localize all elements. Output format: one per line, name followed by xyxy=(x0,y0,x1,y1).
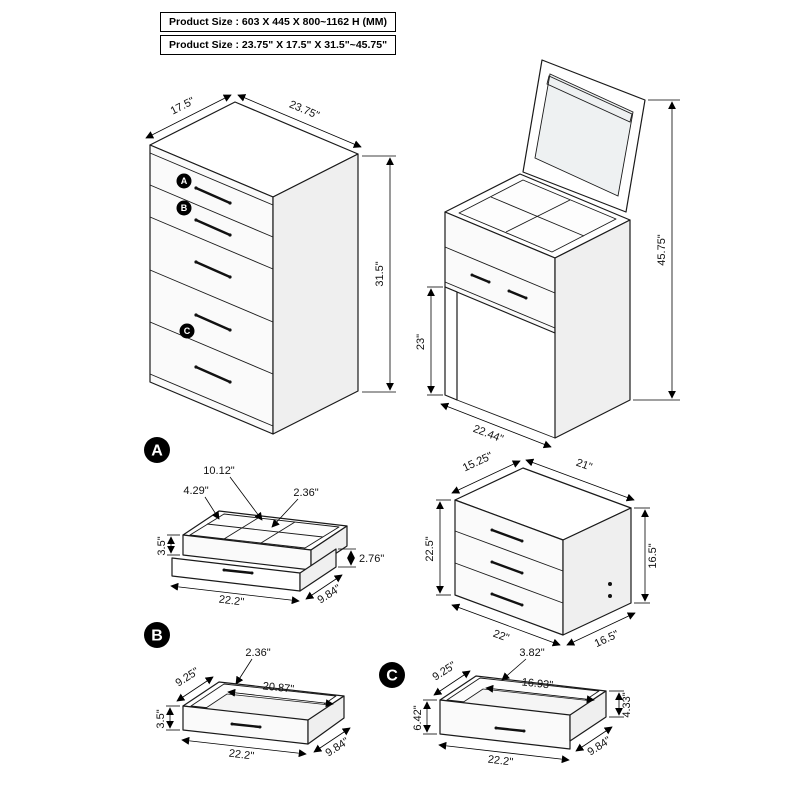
dim-line-c-inner-depth xyxy=(433,670,471,696)
dim-a-height: 3.5" xyxy=(156,536,168,555)
dim-line-a-depth xyxy=(305,574,343,600)
vanity-organizer-dividers xyxy=(490,196,585,237)
dim-cabinet-bottom-width: 22" xyxy=(491,628,510,645)
dim-line-a-width xyxy=(170,582,300,605)
dim-a-compartment-long: 10.12" xyxy=(203,465,235,477)
dim-b-rim: 2.36" xyxy=(245,647,270,659)
dim-line-dresser-depth xyxy=(145,94,232,139)
dim-cabinet-side-height: 16.5" xyxy=(647,543,659,568)
dim-line-dresser-width xyxy=(237,94,362,148)
dim-a-lip: 2.76" xyxy=(359,553,384,565)
dim-a-compartment-small: 2.36" xyxy=(293,487,318,499)
dresser-side-face xyxy=(272,153,359,435)
part-b-label: B xyxy=(151,628,163,645)
leader-a-compartment-small xyxy=(271,498,299,528)
part-b-label-badge: B xyxy=(144,622,170,648)
dresser-handles xyxy=(194,186,232,384)
dim-a-width: 22.2" xyxy=(218,594,245,609)
dim-b-inner-depth: 9.25" xyxy=(173,666,201,690)
part-a-label-badge: A xyxy=(144,437,170,463)
tray-dividers xyxy=(206,517,324,544)
dim-b-inner-width: 20.87" xyxy=(262,680,295,695)
leader-b-rim xyxy=(235,658,253,685)
dim-cabinet-top-width: 21" xyxy=(574,457,593,474)
dim-cabinet-top-depth: 15.25" xyxy=(461,450,495,474)
dresser-drawer-dividers xyxy=(149,152,274,427)
dim-c-width: 22.2" xyxy=(487,754,514,769)
part-c-label: C xyxy=(386,668,398,685)
dim-a-compartment-left: 4.29" xyxy=(183,485,208,497)
dim-line-b-inner-depth xyxy=(176,676,214,702)
product-size-in-text: Product Size : 23.75" X 17.5" X 31.5"~45… xyxy=(169,39,388,51)
mirror-light-strip xyxy=(546,75,633,123)
dim-c-depth: 9.84" xyxy=(585,735,613,759)
dim-b-width: 22.2" xyxy=(228,748,255,763)
dim-c-front-height: 6.42" xyxy=(412,705,424,730)
dim-vanity-height: 45.75" xyxy=(656,234,668,266)
vanity-side-panel xyxy=(554,219,631,439)
vanity-left-leg xyxy=(444,286,458,401)
part-c-view: C 3.82" 9.25" 16.93" 6.42" 4.33" 22.2" 9… xyxy=(379,647,633,769)
product-size-in-box: Product Size : 23.75" X 17.5" X 31.5"~45… xyxy=(160,35,397,55)
product-size-mm-box: Product Size : 603 X 445 X 800~1162 H (M… xyxy=(160,12,396,32)
vanity-open-view: 45.75" 23" 22.44" xyxy=(415,59,680,449)
drawer-b-handle xyxy=(230,722,262,729)
badge-c-label: C xyxy=(184,326,191,336)
part-a-view: A 10.12" 4.29" 2.36" 3.5" 22.2" 9.84" xyxy=(144,437,384,609)
part-c-label-badge: C xyxy=(379,662,405,688)
dim-line-cabinet-top-depth xyxy=(451,460,521,494)
drawer-badge-a: A xyxy=(176,173,192,189)
dim-line-c-width xyxy=(438,741,570,764)
dim-cabinet-height: 22.5" xyxy=(424,536,436,561)
dim-cabinet-bottom-depth: 16.5" xyxy=(593,628,621,650)
dresser-closed-view: A B C 17.5" 23.75" 31.5" xyxy=(145,94,396,435)
dim-dresser-height: 31.5" xyxy=(374,261,386,286)
dim-line-b-inner-width xyxy=(227,688,334,708)
cabinet-side-face xyxy=(562,507,632,636)
tray-handle xyxy=(222,568,254,575)
leader-a-compartment-left xyxy=(204,496,220,520)
dim-line-vanity-depth xyxy=(440,402,552,449)
dim-c-side-height: 4.33" xyxy=(621,692,633,717)
dim-line-c-inner-width xyxy=(485,684,595,704)
vanity-mirror xyxy=(534,73,634,197)
dim-a-depth: 9.84" xyxy=(315,583,343,607)
dim-c-inner-depth: 9.25" xyxy=(430,660,458,684)
vanity-handles xyxy=(470,273,528,300)
dim-line-b-depth xyxy=(313,727,351,753)
cabinet-drawer-dividers xyxy=(454,530,564,604)
leader-a-compartment-long xyxy=(229,476,263,521)
cam-lock-top xyxy=(608,582,612,586)
cabinet-view: 15.25" 21" 22.5" 16.5" 22" 16.5" xyxy=(424,450,659,650)
dim-c-rim: 3.82" xyxy=(519,647,544,659)
dim-vanity-depth: 22.44" xyxy=(471,423,505,446)
drawer-badge-c: C xyxy=(179,323,195,339)
part-a-label: A xyxy=(151,443,163,460)
dim-line-cabinet-top-width xyxy=(525,458,635,502)
dim-knee-height: 23" xyxy=(415,334,427,350)
badge-a-label: A xyxy=(181,176,188,186)
dim-b-depth: 9.84" xyxy=(323,736,351,760)
badge-b-label: B xyxy=(181,203,188,213)
dim-c-inner-width: 16.93" xyxy=(521,676,554,691)
drawer-badge-b: B xyxy=(176,200,192,216)
dim-line-cabinet-bottom-width xyxy=(451,603,561,647)
drawer-c-handle xyxy=(494,726,526,733)
leader-c-rim xyxy=(501,658,527,681)
tray-inner xyxy=(189,513,340,549)
dim-line-c-depth xyxy=(575,726,613,752)
product-size-mm-text: Product Size : 603 X 445 X 800~1162 H (M… xyxy=(169,16,387,28)
dim-line-b-width xyxy=(181,736,307,758)
vanity-drawer-dividers xyxy=(444,246,556,329)
part-b-view: B 2.36" 9.25" 20.87" 3.5" 22.2" 9.84" xyxy=(144,622,351,763)
dim-line-cabinet-bottom-depth xyxy=(566,612,636,646)
dim-b-height: 3.5" xyxy=(155,709,167,728)
cam-lock-bottom xyxy=(608,594,612,598)
